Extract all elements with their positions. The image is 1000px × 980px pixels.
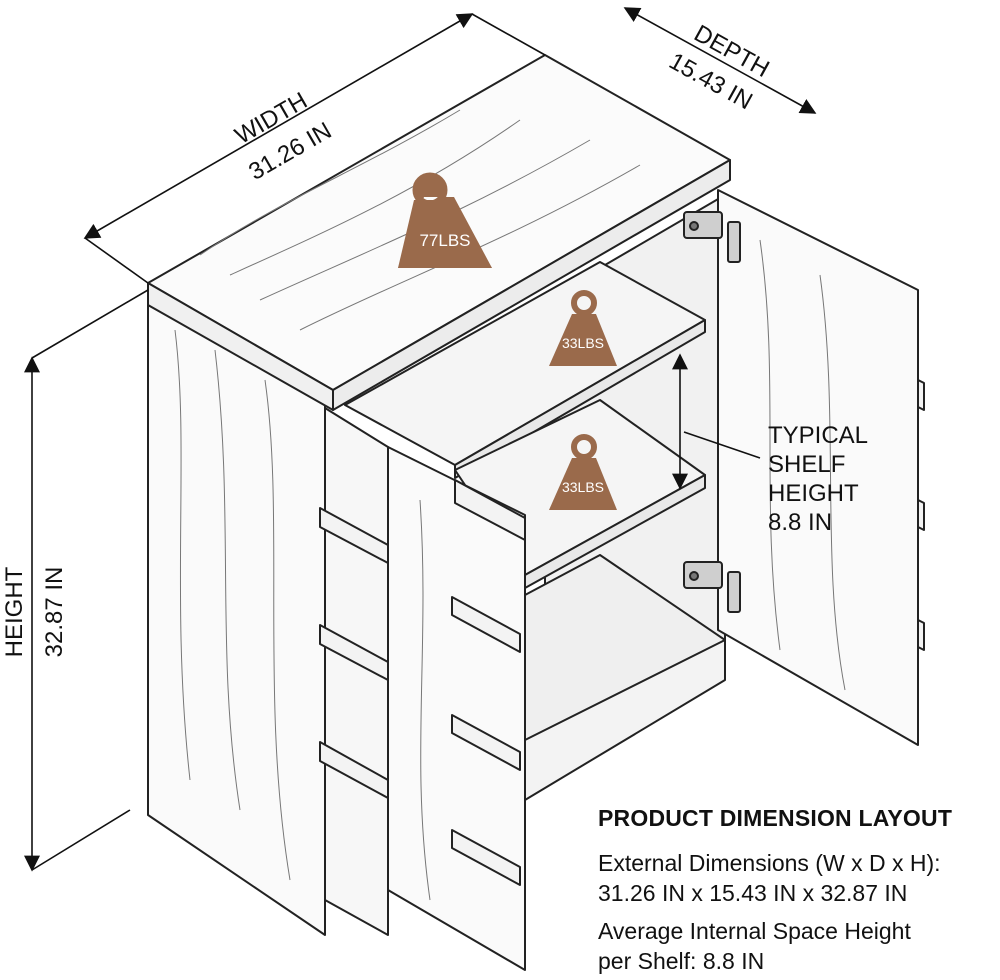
upper-shelf-edge [454,319,706,479]
external-dimensions-label: External Dimensions (W x D x H): [598,850,941,876]
internal-height-value: per Shelf: 8.8 IN [598,948,765,974]
callout-line-4: 8.8 IN [768,509,832,536]
cabinet-top-right-edge [332,159,731,411]
height-value: 32.87 IN [41,567,68,658]
shelf-height-callout: TYPICAL SHELF HEIGHT 8.8 IN [768,422,868,536]
cabinet-left-side [147,304,326,936]
callout-line-2: SHELF [768,451,845,478]
width-dimension-line [83,13,474,239]
weight-badge-top: 77LBS [398,172,492,268]
upper-hinge-icon [683,211,741,263]
lower-hinge-icon [683,561,741,613]
weight-lower-shelf-label: 33LBS [562,479,604,495]
height-label: HEIGHT [1,566,28,657]
weight-upper-shelf-label: 33LBS [562,335,604,351]
shelf-callout-leader [683,431,761,459]
depth-dimension-line [623,7,817,114]
dimension-lines [24,7,817,872]
weight-top-label: 77LBS [419,231,470,250]
panel-title: PRODUCT DIMENSION LAYOUT [598,805,953,831]
weight-badge-lower-shelf: 33LBS [549,434,617,510]
callout-line-1: TYPICAL [768,422,868,449]
dimension-info-panel: PRODUCT DIMENSION LAYOUT External Dimens… [598,805,998,976]
right-door-slats [917,379,925,651]
internal-height-label: Average Internal Space Height [598,918,911,944]
external-dimensions-value: 31.26 IN x 15.43 IN x 32.87 IN [598,880,908,906]
weight-badge-upper-shelf: 33LBS [549,290,617,366]
left-door-slats [319,479,526,886]
callout-line-3: HEIGHT [768,480,859,507]
